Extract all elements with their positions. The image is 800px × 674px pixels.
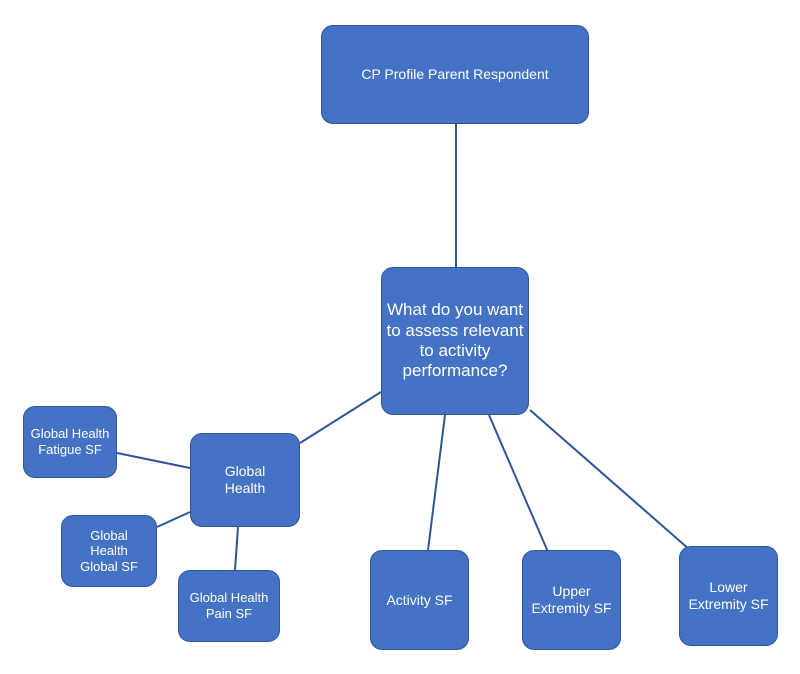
node-label: Global Health Fatigue SF <box>30 426 110 457</box>
node-global-health-pain-sf: Global Health Pain SF <box>178 570 280 642</box>
node-label: Lower Extremity SF <box>688 579 769 612</box>
node-global-health-global-sf: Global Health Global SF <box>61 515 157 587</box>
link-global-health-to-pain-sf <box>234 526 239 571</box>
node-label: CP Profile Parent Respondent <box>361 66 549 83</box>
link-global-health-to-global-sf <box>156 511 191 528</box>
link-question-to-global-health <box>299 391 382 444</box>
link-question-to-upper-extremity-sf <box>488 414 549 553</box>
node-cp-profile-parent-respondent: CP Profile Parent Respondent <box>321 25 589 124</box>
node-label: Global Health Global SF <box>80 527 138 574</box>
node-upper-extremity-sf: Upper Extremity SF <box>522 550 621 650</box>
link-global-health-to-fatigue-sf <box>116 452 191 469</box>
node-lower-extremity-sf: Lower Extremity SF <box>679 546 778 646</box>
node-activity-sf: Activity SF <box>370 550 469 650</box>
node-global-health: Global Health <box>190 433 300 527</box>
node-label: Global Health Pain SF <box>189 590 269 621</box>
node-label: Global Health <box>224 463 266 496</box>
link-question-to-activity-sf <box>427 414 446 551</box>
node-global-health-fatigue-sf: Global Health Fatigue SF <box>23 406 117 478</box>
node-label: Activity SF <box>386 591 453 608</box>
node-question: What do you want to assess relevant to a… <box>381 267 529 415</box>
node-label: Upper Extremity SF <box>531 583 612 616</box>
node-label: What do you want to assess relevant to a… <box>386 300 524 381</box>
link-question-to-lower-extremity-sf <box>529 409 691 551</box>
